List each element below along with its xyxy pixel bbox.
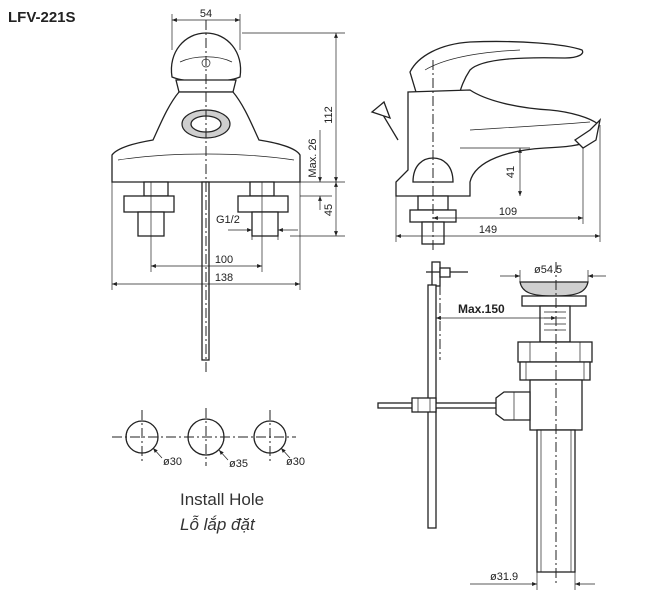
install-caption-en: Install Hole — [180, 490, 264, 509]
lever-handle — [409, 40, 584, 99]
front-view: 54 112 Max. 26 45 G1/2 100 138 — [111, 8, 345, 375]
hole-center-label: ø35 — [229, 458, 248, 470]
install-caption-vi: Lỗ lắp đặt — [180, 515, 256, 534]
model-title: LFV-221S — [8, 9, 76, 26]
dim-height: 112 — [323, 106, 335, 124]
dim-spout-reach: 109 — [499, 206, 517, 218]
dim-overall-length: 149 — [479, 224, 497, 236]
dim-shank: 45 — [323, 204, 335, 216]
dim-tail-diameter: ø31.9 — [490, 571, 518, 583]
hole-right-label: ø30 — [286, 456, 305, 468]
dim-deck-max: Max. 26 — [307, 138, 319, 177]
pivot-rod — [377, 402, 499, 409]
dim-spout-height: 41 — [505, 166, 517, 178]
dim-centers: 100 — [215, 254, 233, 266]
dim-base-width: 138 — [215, 272, 233, 284]
dim-thread: G1/2 — [216, 214, 240, 226]
lock-nut — [517, 341, 593, 363]
dim-max-thickness: Max.150 — [458, 302, 505, 316]
right-shank — [237, 181, 289, 237]
drain-cap — [519, 281, 589, 297]
dim-top-width: 54 — [200, 8, 212, 20]
install-holes: ø30 ø35 ø30 Install Hole Lỗ lắp đặt — [112, 408, 305, 534]
dim-cap-diameter: ø54.5 — [534, 264, 562, 276]
left-shank — [123, 181, 175, 237]
hole-left-label: ø30 — [163, 456, 182, 468]
drain-assembly: ø54.5 Max.150 ø31.9 — [377, 261, 606, 590]
side-view: 41 109 149 — [370, 40, 602, 250]
